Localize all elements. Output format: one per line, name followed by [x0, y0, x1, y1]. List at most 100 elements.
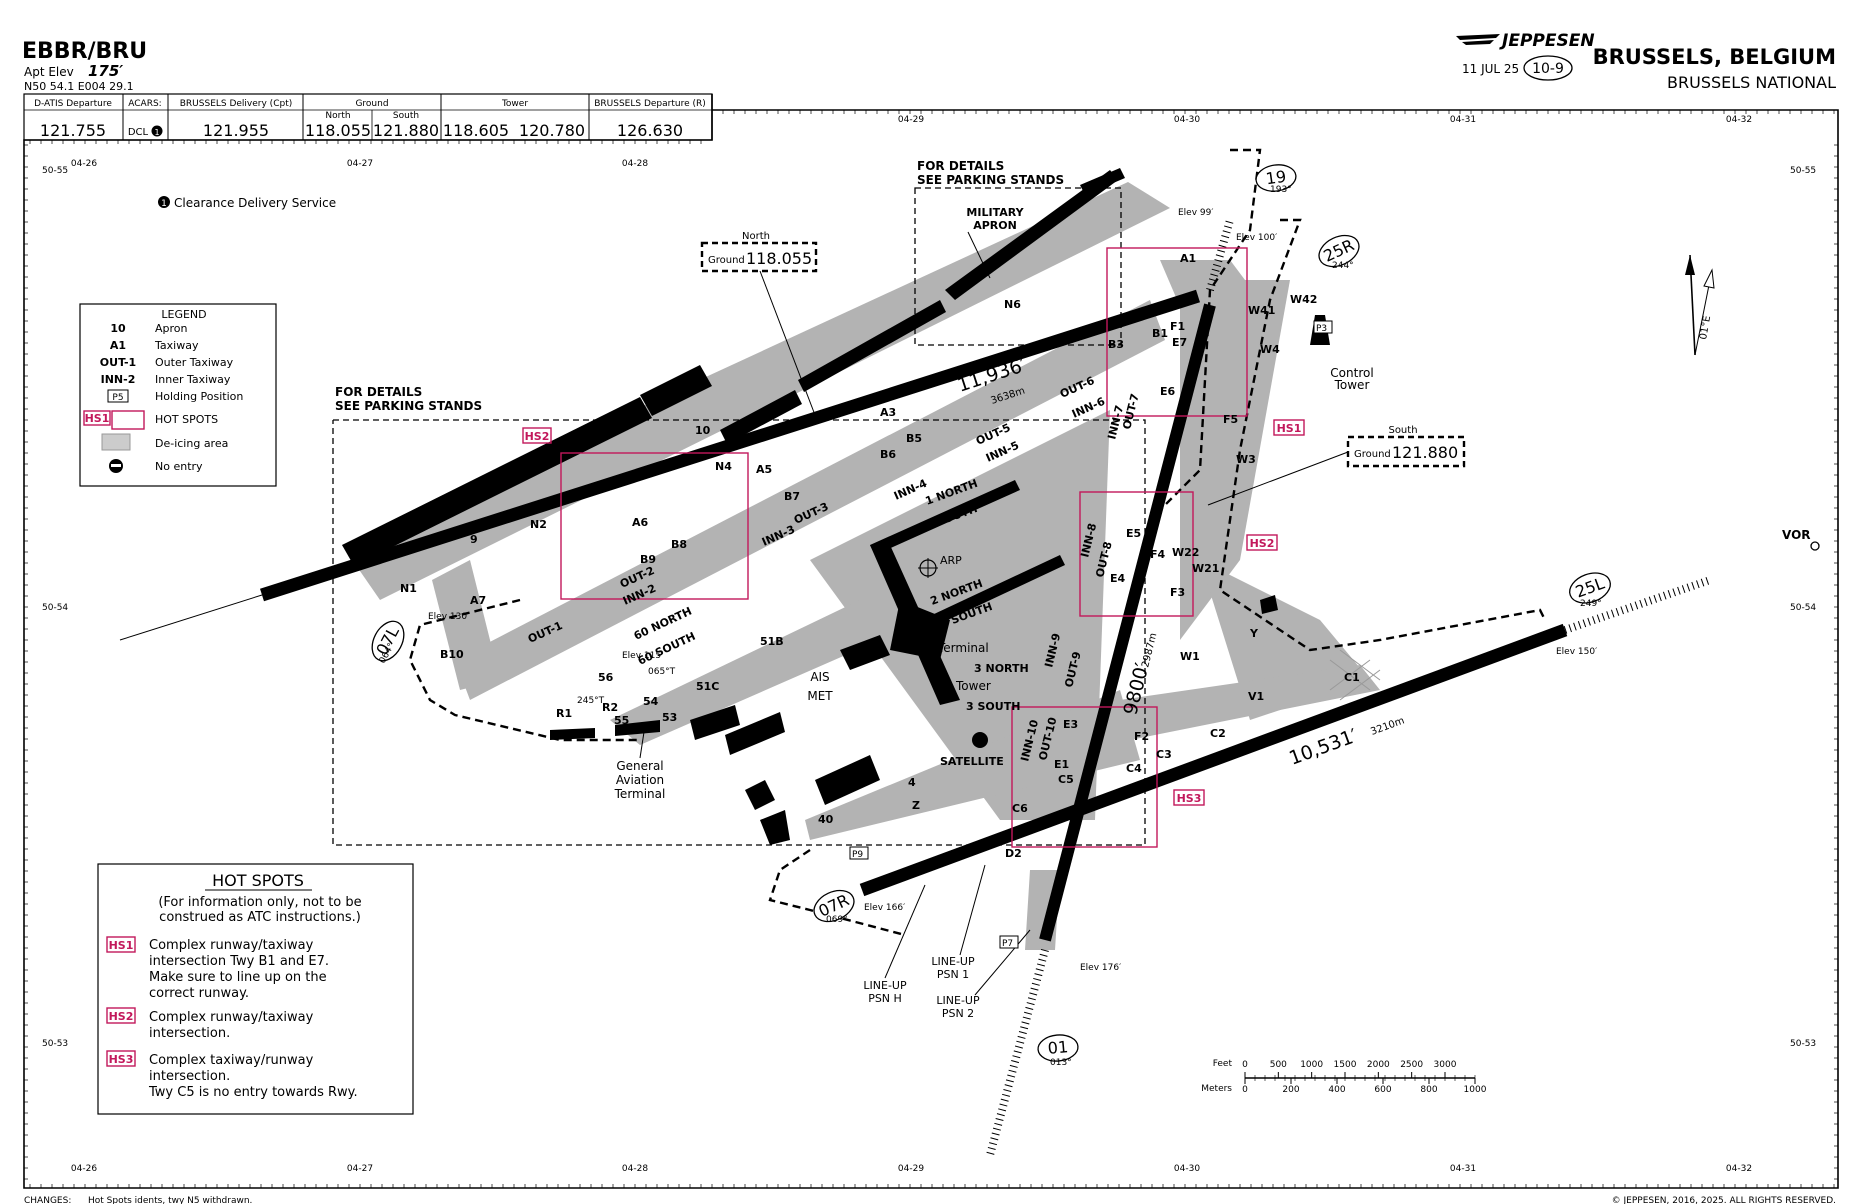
cargo-block	[840, 635, 890, 670]
hs2-area-east	[1079, 491, 1194, 617]
runway-elev: Elev 130′	[428, 612, 469, 622]
apron-label: 4	[908, 776, 916, 789]
ga-terminal-label: Terminal	[614, 787, 666, 801]
ground-north-label: North	[742, 231, 770, 242]
military-details-box	[914, 187, 1122, 346]
holding-position-box	[999, 935, 1019, 949]
runway-elev: Elev 150′	[1556, 647, 1597, 657]
apron-label: 56	[598, 671, 614, 684]
runway-07r-25l	[859, 623, 1568, 897]
service-1-icon	[158, 196, 170, 208]
copyright: © JEPPESEN, 2016, 2025. ALL RIGHTS RESER…	[1612, 1196, 1836, 1204]
freq-ground-south: 121.880	[373, 121, 439, 140]
ga-block	[550, 728, 595, 740]
legend-text: Apron	[155, 322, 188, 335]
taxiway-label: B8	[671, 538, 687, 551]
legend-key: 10	[110, 322, 126, 335]
comms-table: D-ATIS Departure ACARS: BRUSSELS Deliver…	[23, 93, 713, 141]
freq-atis: 121.755	[40, 121, 106, 140]
taxiway-label: B9	[640, 553, 656, 566]
holding-position-label: P7	[1002, 939, 1013, 949]
cargo-block	[815, 755, 880, 805]
taxiway-label: F4	[1150, 548, 1166, 561]
legend-key: OUT-1	[100, 356, 136, 369]
de-icing-swatch	[101, 433, 131, 451]
lon-bottom-label: 04-29	[898, 1164, 924, 1174]
hotspot-desc: intersection Twy B1 and E7.	[149, 954, 329, 969]
airport-coords: N50 54.1 E004 29.1	[24, 80, 134, 93]
changes-text: Hot Spots idents, twy N5 withdrawn.	[88, 1196, 252, 1204]
clearance-note: Clearance Delivery Service	[174, 196, 336, 210]
taxiway-label: B1	[1152, 327, 1168, 340]
buildings	[342, 168, 1330, 845]
taxiway-label: F2	[1134, 730, 1149, 743]
comm-title-ground: Ground	[355, 99, 388, 109]
taxiway-label: N1	[400, 582, 417, 595]
ais-label: AIS	[810, 670, 829, 684]
runway-hdg: 193°	[1270, 185, 1292, 195]
taxiway-label: C3	[1156, 748, 1172, 761]
hotspot-desc: intersection.	[149, 1026, 230, 1041]
grid-labels: 04-29 04-30 04-31 04-32 04-26 04-27 04-2…	[42, 115, 1816, 1174]
hotspot-desc: intersection.	[149, 1069, 230, 1084]
line-up-label: PSN 2	[942, 1007, 974, 1020]
scale-meters-label: Meters	[1201, 1084, 1232, 1094]
ground-prefix: Ground	[1354, 449, 1391, 460]
ground-south-label: South	[1388, 425, 1417, 436]
parallel-taxiway-area	[455, 300, 1165, 700]
elev-label: Elev 100′	[1236, 233, 1277, 243]
apron-label: 54	[643, 695, 659, 708]
terminal-label: Terminal	[937, 641, 989, 655]
building-block	[798, 300, 946, 392]
taxiway-label: B3	[1108, 338, 1124, 351]
hs2-tag: HS2	[525, 430, 550, 443]
extended-centerline-07l	[119, 594, 263, 641]
hs2-tag: HS2	[1250, 537, 1275, 550]
taxiway-label: W41	[1248, 304, 1275, 317]
south-apron-area	[805, 690, 1140, 840]
taxiway-label: B5	[906, 432, 922, 445]
holding-position-label: P3	[1316, 324, 1327, 334]
scale-feet-label: Feet	[1213, 1059, 1233, 1069]
pier-1	[870, 480, 1020, 555]
legend-text: HOT SPOTS	[155, 413, 218, 426]
scale-meter-tick: 0	[1242, 1085, 1248, 1095]
lon-top-label: 04-30	[1174, 115, 1200, 125]
runway-elev: Elev 99′	[1178, 208, 1213, 218]
comm-title-atis: D-ATIS Departure	[34, 99, 112, 109]
lon-top-label: 04-32	[1726, 115, 1752, 125]
building-block	[1080, 168, 1125, 195]
legend-box: LEGEND 10 Apron A1 Taxiway OUT-1 Outer T…	[79, 303, 277, 487]
taxiway-label: A6	[632, 516, 649, 529]
taxiway-label: W1	[1180, 650, 1200, 663]
freq-departure: 126.630	[617, 121, 683, 140]
vor-label: VOR	[1782, 528, 1811, 542]
scale-meter-tick: 1000	[1464, 1085, 1487, 1095]
line-up-label: LINE-UP	[863, 979, 907, 992]
line-up-label: LINE-UP	[936, 994, 980, 1007]
service-1-icon	[151, 125, 163, 137]
building-block	[1260, 595, 1278, 614]
hs1-area	[1106, 247, 1248, 417]
satellite-label: SATELLITE	[940, 755, 1004, 768]
approach-lights-01	[986, 948, 1049, 1157]
taxiway-label: E5	[1126, 527, 1141, 540]
vor-icon	[1810, 541, 1820, 551]
taxiway-label: E1	[1054, 758, 1069, 771]
chart-date: 11 JUL 25	[1462, 62, 1519, 76]
runways	[119, 218, 1712, 1157]
chart-number-oval	[1523, 55, 1573, 81]
building-block	[342, 397, 652, 566]
comm-title-acars: ACARS:	[128, 99, 161, 109]
runway-elev: Elev 166′	[864, 903, 905, 913]
hotspot-desc: correct runway.	[149, 986, 249, 1001]
hotspot-id: HS2	[109, 1010, 134, 1023]
jeppesen-logo: JEPPESEN	[1456, 31, 1595, 51]
lon-bottom-label: 04-26	[71, 1164, 97, 1174]
line-up-label: LINE-UP	[931, 955, 975, 968]
ga-block	[615, 720, 660, 736]
lon-inner-label: 04-28	[622, 159, 648, 169]
military-apron-label: APRON	[973, 219, 1017, 232]
taxiway-label: D2	[1005, 847, 1022, 860]
